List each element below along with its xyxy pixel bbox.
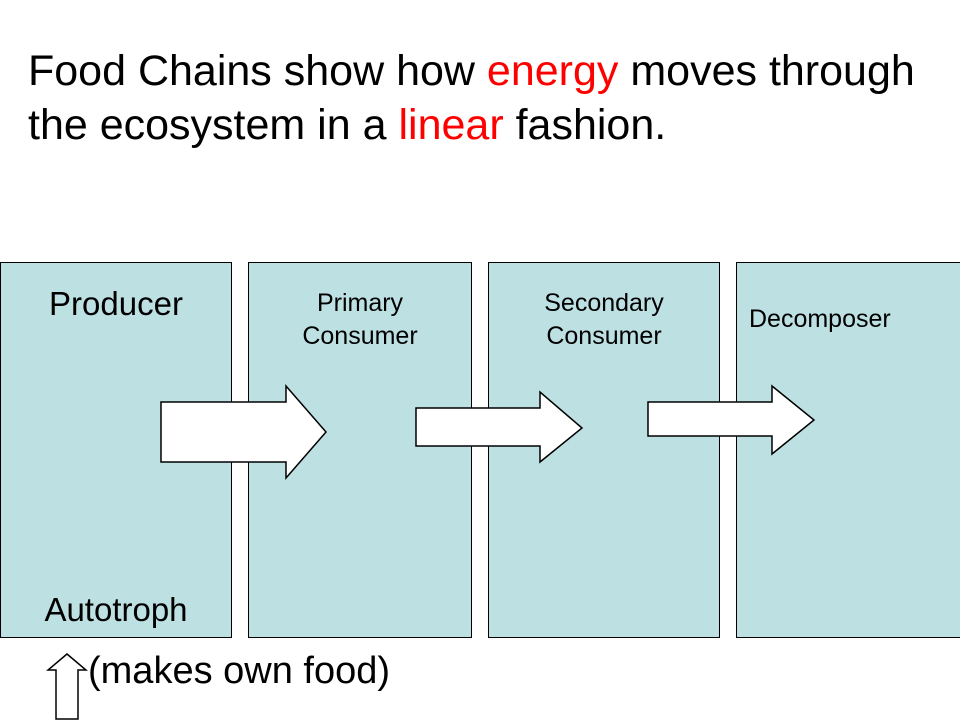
arrow-up-icon — [46, 653, 88, 720]
page-title: Food Chains show how energy moves throug… — [28, 44, 948, 152]
arrow-right-icon — [415, 390, 584, 464]
secondary-consumer-box: Secondary Consumer — [488, 262, 720, 638]
primary-consumer-line1: Primary — [316, 289, 404, 317]
title-text-2: moves through the ecosystem in a — [28, 47, 915, 149]
title-highlight-energy: energy — [486, 47, 619, 95]
title-text-1: Food Chains show how — [28, 47, 487, 95]
secondary-consumer-line1: Secondary — [544, 289, 664, 317]
autotroph-label: Autotroph — [44, 591, 188, 628]
producer-label: Producer — [49, 285, 183, 322]
autotroph-note: (makes own food) — [88, 650, 391, 692]
arrow-right-icon — [647, 384, 816, 456]
title-text-3: fashion. — [503, 101, 667, 149]
primary-consumer-line2: Consumer — [302, 322, 418, 350]
arrow-right-icon — [160, 384, 327, 481]
title-highlight-linear: linear — [398, 101, 504, 149]
secondary-consumer-line2: Consumer — [546, 322, 662, 350]
decomposer-label: Decomposer — [749, 305, 891, 333]
